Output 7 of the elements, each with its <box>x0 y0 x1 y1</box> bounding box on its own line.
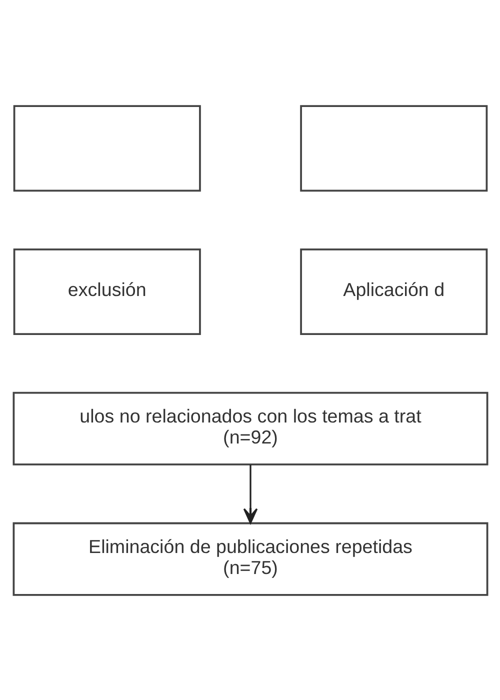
node-box: Aplicación d <box>300 248 488 334</box>
node-box: exclusión <box>12 248 200 334</box>
node-box: ulos no relacionados con los temas a trat (n=92) <box>12 391 488 465</box>
node-box <box>300 104 488 192</box>
node-box <box>12 104 200 192</box>
arrow <box>242 464 258 524</box>
node-box: Eliminación de publicaciones repetidas (n=75) <box>12 522 488 596</box>
